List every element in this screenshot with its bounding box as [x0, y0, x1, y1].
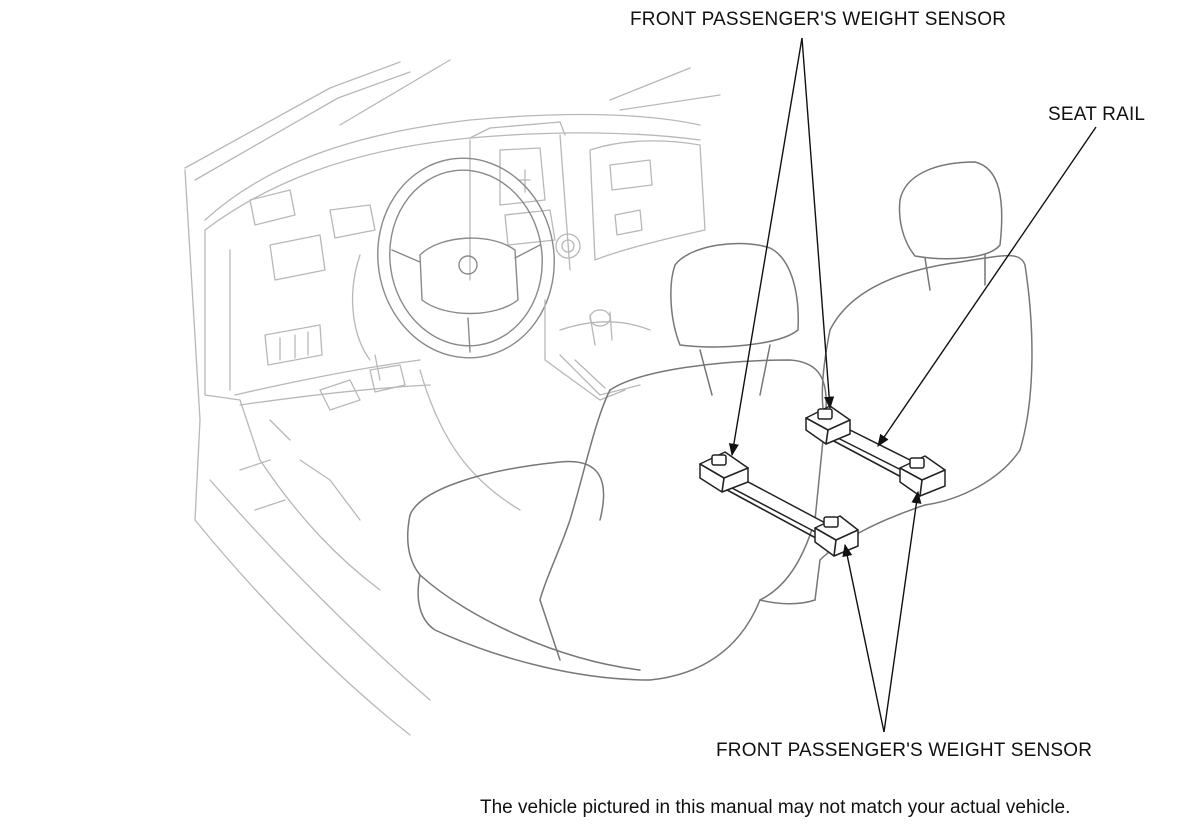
weight-sensor-front-left [699, 451, 749, 493]
windshield-frame [184, 59, 721, 181]
leader-lines [728, 37, 1097, 733]
front-passenger-weight-sensor-label-top: FRONT PASSENGER'S WEIGHT SENSOR [630, 9, 1007, 30]
steering-wheel [351, 157, 555, 381]
dashboard [204, 113, 706, 406]
seat-rail-label: SEAT RAIL [1048, 104, 1146, 125]
driver-seat [406, 242, 827, 681]
center-console [544, 299, 651, 401]
front-passenger-weight-sensor-label-bottom: FRONT PASSENGER'S WEIGHT SENSOR [716, 740, 1093, 761]
vehicle-disclaimer-note: The vehicle pictured in this manual may … [480, 797, 1071, 818]
floor-and-door [184, 169, 521, 736]
passenger-seat [759, 161, 1033, 605]
weight-sensor-rear-right [899, 455, 946, 497]
